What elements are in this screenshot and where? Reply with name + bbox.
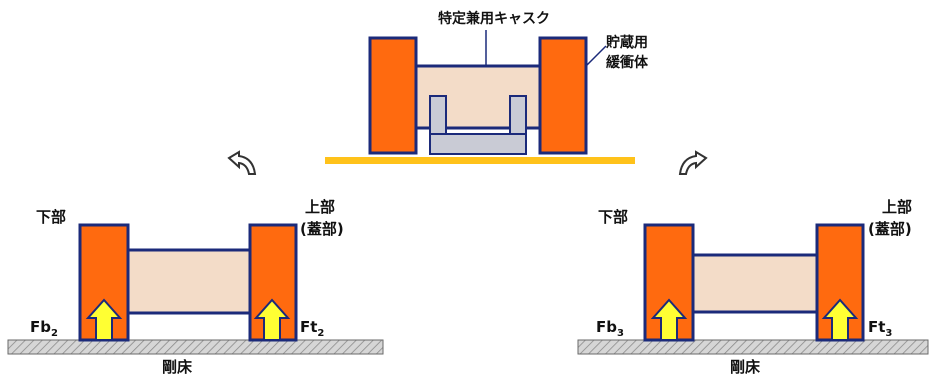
right-bottom-label: 下部 <box>598 208 629 226</box>
left-bottom-label: 下部 <box>36 208 67 226</box>
buffer-leader-line <box>585 45 607 67</box>
top-buffer-right-post <box>509 95 527 137</box>
right-top-label-line1: 上部 <box>882 198 913 216</box>
left-force-bottom-label: Fb2 <box>30 318 58 339</box>
top-buffer-left-post <box>429 95 447 137</box>
right-force-top-subscript: 3 <box>885 328 893 339</box>
right-force-bottom-text: Fb <box>596 318 617 336</box>
buffer-label-line2: 緩衝体 <box>606 55 648 71</box>
buffer-label-line1: 貯蔵用 <box>606 35 648 51</box>
cask-name-label: 特定兼用キャスク <box>438 11 550 27</box>
left-rigid-floor <box>7 339 384 355</box>
rotate-arrow-icon <box>678 150 708 175</box>
left-floor-label: 剛床 <box>162 358 193 376</box>
left-force-bottom-subscript: 2 <box>50 328 58 339</box>
left-force-arrow-top <box>253 298 291 341</box>
left-force-top-label: Ft2 <box>300 318 324 339</box>
right-force-top-text: Ft <box>868 318 886 336</box>
top-buffer-base <box>429 133 527 155</box>
right-top-label-line2: (蓋部) <box>868 220 912 238</box>
right-force-bottom-subscript: 3 <box>616 328 624 339</box>
right-force-bottom-label: Fb3 <box>596 318 624 339</box>
top-floor-line <box>325 157 635 164</box>
right-floor-label: 剛床 <box>730 358 761 376</box>
right-force-arrow-top <box>821 298 859 341</box>
top-cask-bottom-block <box>538 36 588 155</box>
left-force-top-text: Ft <box>300 318 318 336</box>
left-top-label-line2: (蓋部) <box>300 220 344 238</box>
left-cask-figure <box>7 223 384 355</box>
right-cask-body <box>691 253 819 314</box>
right-force-arrow-bottom <box>650 298 688 341</box>
right-cask-figure <box>577 223 929 355</box>
left-top-label-line1: 上部 <box>305 198 336 216</box>
top-cask-lid-block <box>368 36 418 155</box>
right-force-top-label: Ft3 <box>868 318 892 339</box>
left-force-top-subscript: 2 <box>317 328 325 339</box>
right-rigid-floor <box>577 339 929 355</box>
left-force-bottom-text: Fb <box>30 318 51 336</box>
left-cask-body <box>126 248 252 315</box>
top-cask-figure <box>325 30 635 164</box>
rotate-arrow-icon <box>227 150 257 175</box>
left-force-arrow-bottom <box>85 298 123 341</box>
